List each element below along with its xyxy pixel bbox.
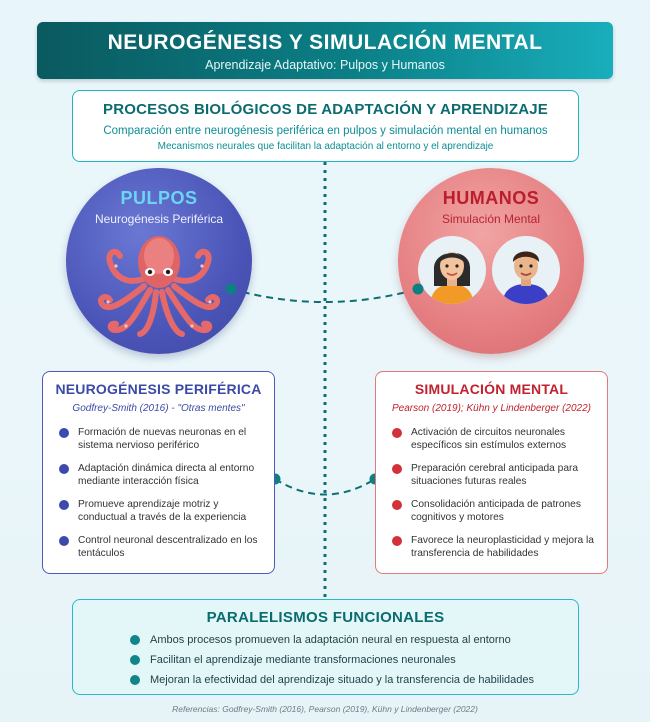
neurogenesis-box: NEUROGÉNESIS PERIFÉRICA Godfrey-Smith (2…	[42, 371, 275, 574]
neurogenesis-list: Formación de nuevas neuronas en el siste…	[43, 426, 274, 560]
bullet-dot-icon	[59, 428, 69, 438]
connector-dot	[412, 283, 424, 295]
list-item: Mejoran la efectividad del aprendizaje s…	[130, 674, 578, 686]
neurogenesis-citation: Godfrey-Smith (2016) - "Otras mentes"	[72, 403, 245, 414]
list-item: Ambos procesos promueven la adaptación n…	[130, 634, 578, 646]
bullet-dot-icon	[392, 428, 402, 438]
title-banner: NEUROGÉNESIS Y SIMULACIÓN MENTAL Aprendi…	[37, 22, 613, 79]
octopus-circle: PULPOS Neurogénesis Periférica	[66, 168, 252, 354]
page-subtitle: Aprendizaje Adaptativo: Pulpos y Humanos	[205, 58, 445, 72]
page-title: NEUROGÉNESIS Y SIMULACIÓN MENTAL	[107, 31, 543, 54]
list-item: Control neuronal descentralizado en los …	[59, 534, 266, 560]
references-footer: Referencias: Godfrey-Smith (2016), Pears…	[172, 704, 478, 714]
process-mechanisms: Mecanismos neurales que facilitan la ada…	[157, 141, 494, 152]
human-title: HUMANOS	[442, 188, 540, 208]
bullet-dot-icon	[59, 500, 69, 510]
list-item: Favorece la neuroplasticidad y mejora la…	[392, 534, 599, 560]
simulation-box: SIMULACIÓN MENTAL Pearson (2019); Kühn y…	[375, 371, 608, 574]
list-item: Promueve aprendizaje motriz y conductual…	[59, 498, 266, 524]
neurogenesis-title: NEUROGÉNESIS PERIFÉRICA	[55, 381, 262, 397]
simulation-list: Activación de circuitos neuronales espec…	[376, 426, 607, 560]
bullet-dot-icon	[130, 635, 140, 645]
parallels-title: PARALELISMOS FUNCIONALES	[206, 609, 445, 626]
bullet-dot-icon	[392, 536, 402, 546]
man-avatar-icon	[492, 236, 560, 304]
bullet-dot-icon	[59, 536, 69, 546]
parallels-list: Ambos procesos promueven la adaptación n…	[73, 634, 578, 686]
bullet-dot-icon	[59, 464, 69, 474]
parallels-box: PARALELISMOS FUNCIONALES Ambos procesos …	[72, 599, 579, 695]
human-circle: HUMANOS Simulación Mental	[398, 168, 584, 354]
list-item: Adaptación dinámica directa al entorno m…	[59, 462, 266, 488]
list-item: Formación de nuevas neuronas en el siste…	[59, 426, 266, 452]
simulation-citation: Pearson (2019); Kühn y Lindenberger (202…	[391, 403, 592, 414]
list-item: Preparación cerebral anticipada para sit…	[392, 462, 599, 488]
bullet-dot-icon	[130, 675, 140, 685]
octopus-icon	[98, 236, 220, 337]
simulation-title: SIMULACIÓN MENTAL	[414, 381, 569, 397]
bullet-dot-icon	[130, 655, 140, 665]
lower-curve-connector	[274, 478, 376, 496]
bullet-dot-icon	[392, 500, 402, 510]
human-avatars	[418, 236, 560, 304]
list-item: Facilitan el aprendizaje mediante transf…	[130, 654, 578, 666]
process-description: Comparación entre neurogénesis periféric…	[103, 125, 548, 137]
woman-avatar-icon	[418, 236, 486, 304]
octopus-subtitle: Neurogénesis Periférica	[94, 212, 224, 226]
connector-dot	[225, 283, 237, 295]
process-box: PROCESOS BIOLÓGICOS DE ADAPTACIÓN Y APRE…	[72, 90, 579, 162]
list-item: Consolidación anticipada de patrones cog…	[392, 498, 599, 524]
human-subtitle: Simulación Mental	[441, 212, 541, 226]
list-item: Activación de circuitos neuronales espec…	[392, 426, 599, 452]
bullet-dot-icon	[392, 464, 402, 474]
process-title: PROCESOS BIOLÓGICOS DE ADAPTACIÓN Y APRE…	[102, 101, 548, 118]
octopus-title: PULPOS	[120, 188, 198, 208]
